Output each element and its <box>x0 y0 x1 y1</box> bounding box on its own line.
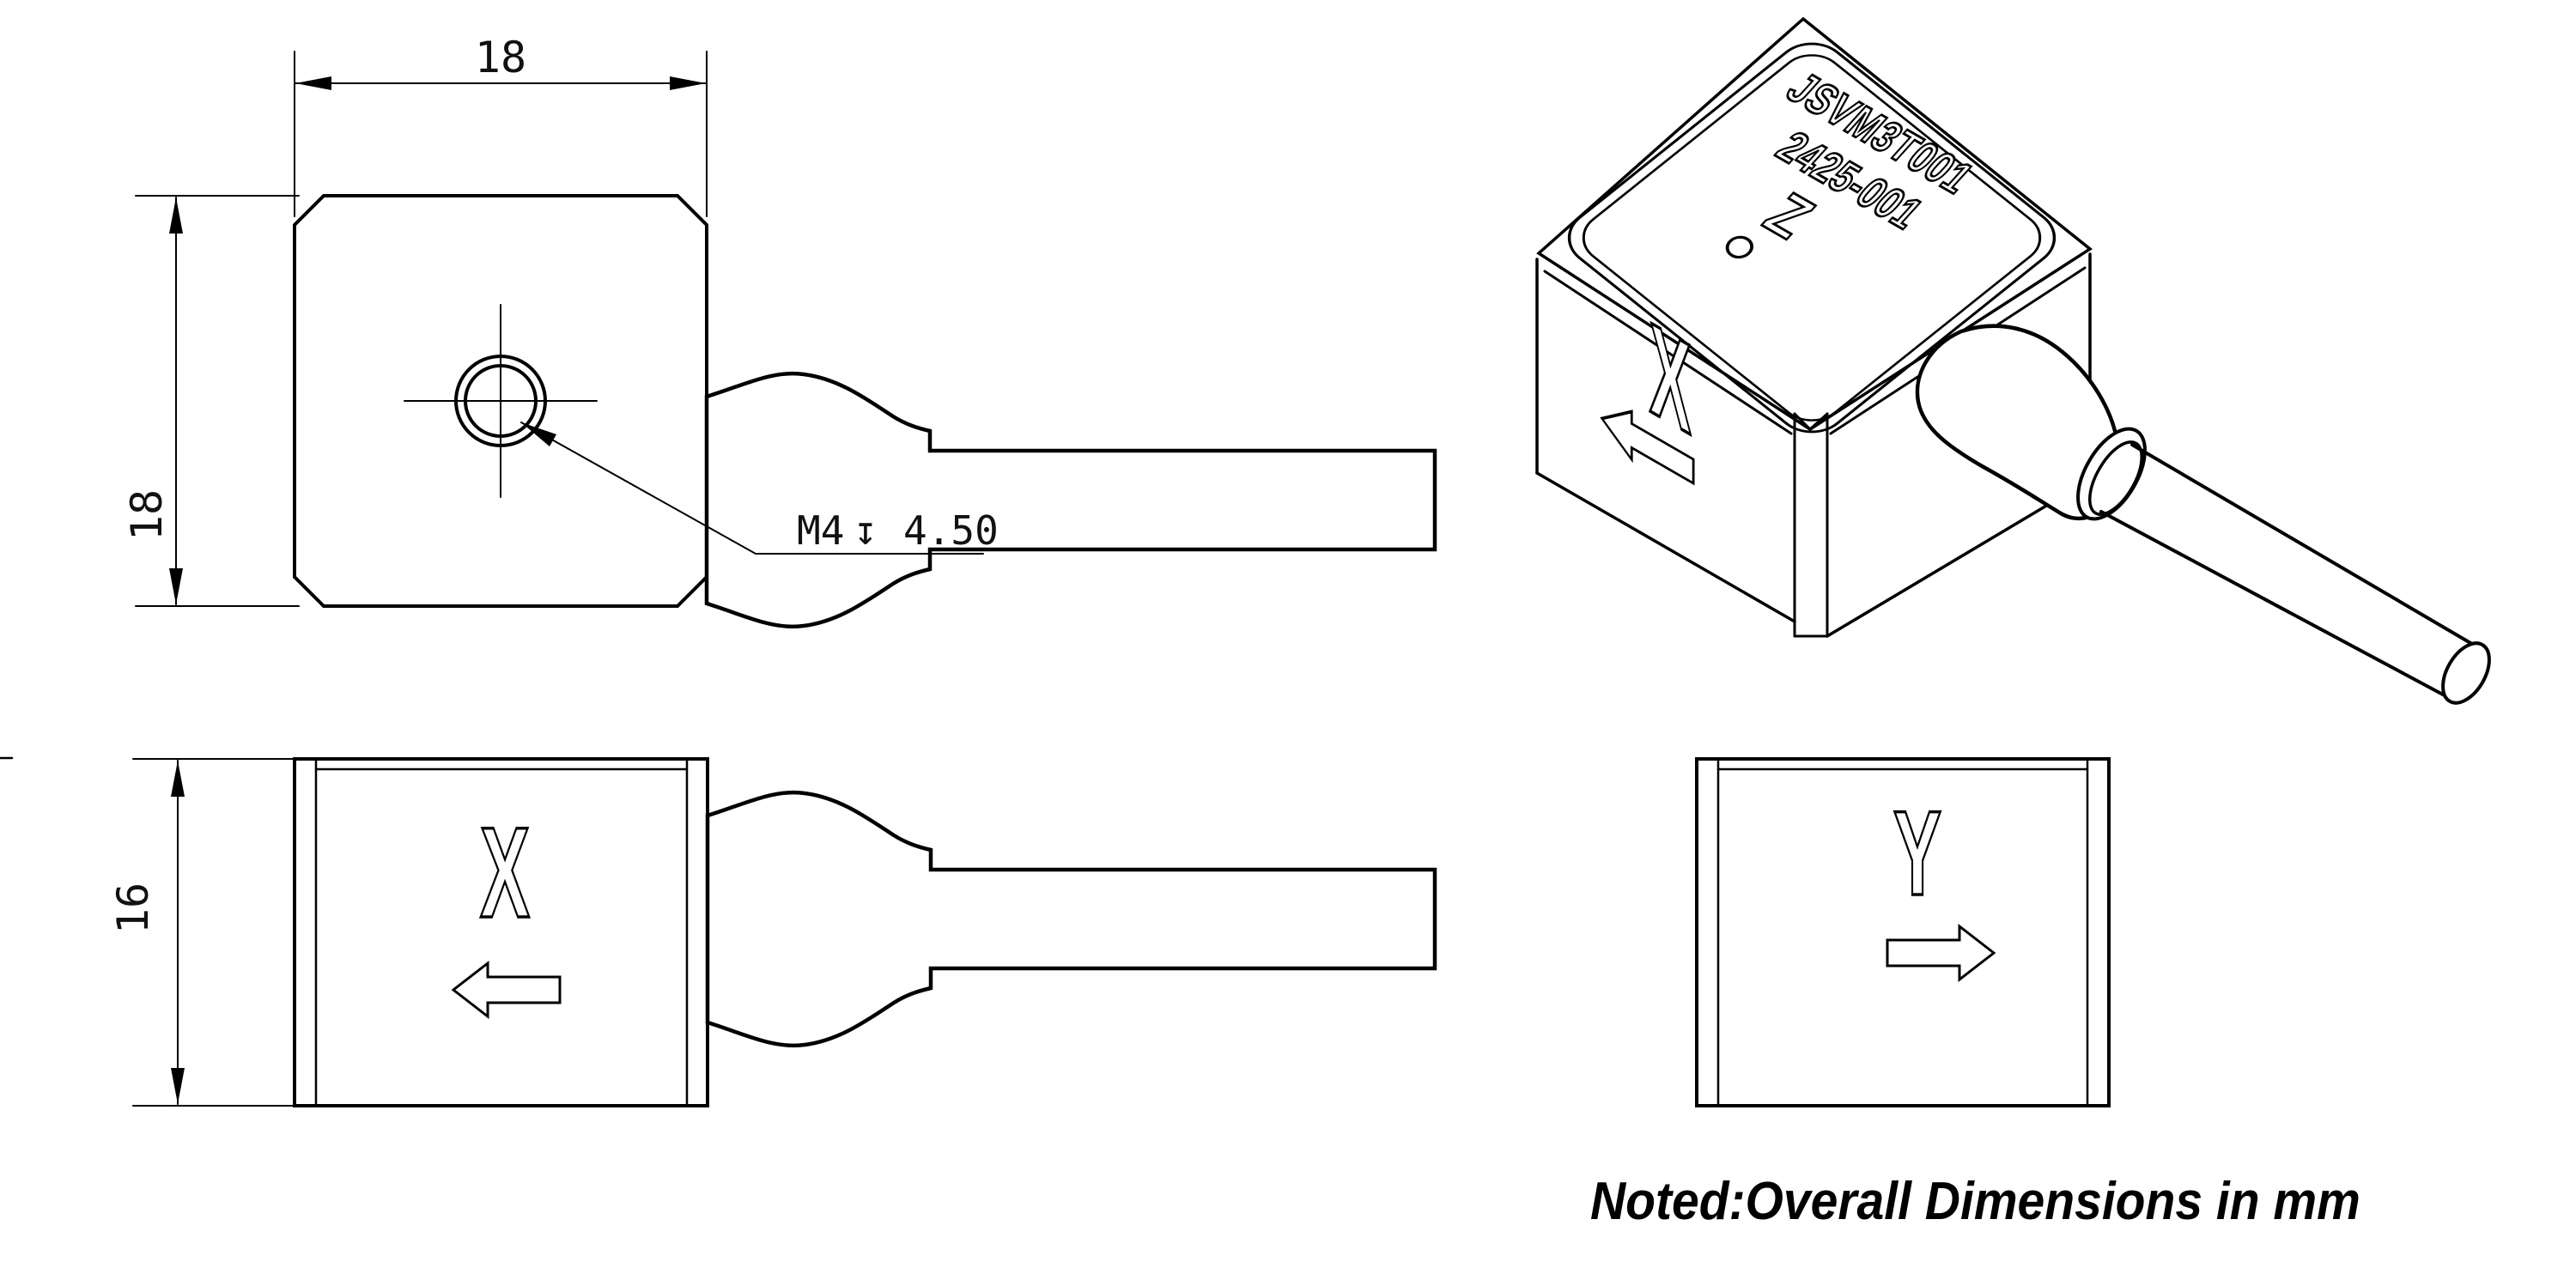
cube-bottom-left-edge <box>1535 471 1796 623</box>
dim-arrow-down-icon <box>169 568 183 604</box>
iso-x-arrow-icon <box>1600 410 1695 486</box>
dim-width-label: 18 <box>475 33 526 82</box>
thread-label: M4 <box>797 507 844 554</box>
top-face-inner-border-2 <box>1582 54 2042 422</box>
leader-line <box>520 422 756 555</box>
x-face-marking: X <box>1600 293 1695 486</box>
front-chamfer-top <box>1808 412 1829 431</box>
dim-arrow-down-icon <box>171 1068 185 1104</box>
engraving-dot-icon <box>1725 235 1754 259</box>
dim-arrow-left-icon <box>295 76 331 90</box>
dim-arrow-right-icon <box>670 76 706 90</box>
side-view-x: 16 X <box>108 757 1437 1107</box>
cable-body-fill <box>2102 442 2478 701</box>
dim-arrow-up-icon <box>171 761 185 797</box>
isometric-view: JSVM3T001 2425-001 Z X <box>1535 16 2491 705</box>
cable-boot-top-view <box>704 371 1437 629</box>
y-axis-letter-group: Y <box>1893 786 1943 922</box>
note-group: Noted:Overall Dimensions in mm <box>1590 1171 2360 1231</box>
thread-inner-circle <box>464 364 538 438</box>
iso-x-letter: X <box>1649 294 1692 463</box>
side-view-y: Y <box>1695 757 2111 1107</box>
body-outline-side-x <box>293 757 709 1107</box>
dim-height16-label: 16 <box>108 883 158 934</box>
thread-depth-value: 4.50 <box>903 507 999 554</box>
top-face-inner-border-1 <box>1567 42 2057 434</box>
dimensions-note: Noted:Overall Dimensions in mm <box>1590 1171 2360 1231</box>
x-direction-arrow-icon <box>451 960 562 1020</box>
iso-x-letter-group: X <box>1649 293 1692 464</box>
top-chamfer-parallel-left <box>1543 270 1793 435</box>
y-axis-letter: Y <box>1893 786 1941 920</box>
thread-outer-circle <box>454 355 547 447</box>
front-chamfer-top <box>1793 412 1812 431</box>
cable-end-face <box>2441 641 2491 705</box>
body-outline-side-y <box>1695 757 2111 1107</box>
cable-edge-bottom <box>2099 510 2456 702</box>
cable-boot-side-x <box>705 790 1437 1048</box>
x-axis-letter: X <box>480 800 530 944</box>
cube-bottom-right-edge <box>1826 500 2054 638</box>
dim-height-label: 18 <box>122 489 172 541</box>
depth-symbol-icon: ↧ <box>854 507 878 554</box>
y-direction-arrow-icon <box>1886 923 1996 983</box>
cable-edge-top <box>2130 443 2478 648</box>
x-axis-letter-group: X <box>479 799 532 945</box>
top-view: 18 18 M4 ↧ 4.50 <box>0 33 1437 760</box>
boot-ring-inner <box>2087 440 2144 516</box>
leader-arrow-icon <box>521 422 556 446</box>
dim-arrow-up-icon <box>169 197 183 234</box>
